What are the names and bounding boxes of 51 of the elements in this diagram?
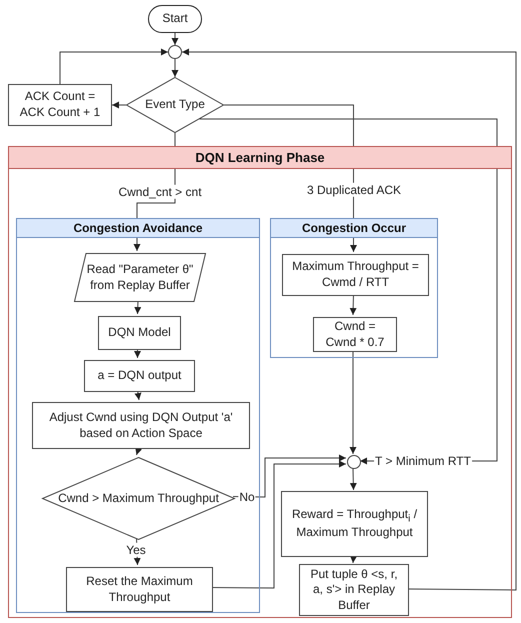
arrow — [350, 468, 357, 490]
edge-label: T > Minimum RTT — [374, 454, 472, 468]
arrow — [172, 32, 178, 46]
process-box — [32, 402, 250, 449]
node-text: Adjust Cwnd using DQN Output 'a' based on Action Space — [48, 410, 234, 442]
node-text: Cwnd > Maximum Throughput — [58, 490, 219, 506]
node-text: Reset the Maximum Throughput — [85, 574, 194, 606]
input-parallelogram — [74, 253, 206, 302]
node-text: Cwnd = Cwnd * 0.7 — [324, 318, 386, 350]
process-box — [98, 316, 181, 350]
process-box — [8, 84, 112, 126]
node-text: a = DQN output — [98, 368, 182, 384]
node-text: Reward = Throughput$_{i}$ / Maximum Throughput — [290, 507, 418, 541]
process-box — [84, 360, 195, 392]
junction-circle — [347, 455, 361, 469]
node-text: Read "Parameter θ" from Replay Buffer — [86, 262, 194, 294]
arrow — [182, 48, 516, 590]
edge-label: No — [238, 490, 256, 504]
edge-label: 3 Duplicated ACK — [306, 182, 402, 198]
arrow — [172, 58, 178, 78]
process-box — [66, 567, 213, 612]
group-header: Congestion Occur — [271, 219, 437, 238]
decision-diamond — [126, 77, 224, 133]
start-terminal — [148, 5, 202, 33]
arrow — [112, 102, 126, 108]
arrow — [350, 556, 357, 564]
node-text: Start — [162, 11, 188, 27]
edge-label: Yes — [125, 542, 147, 558]
arrow — [134, 300, 142, 314]
process-box — [281, 491, 428, 557]
arrow — [135, 446, 142, 456]
group-header: DQN Learning Phase — [9, 147, 511, 169]
phase-container — [8, 146, 512, 618]
junction-circle — [168, 45, 182, 59]
process-box — [299, 564, 409, 616]
arrow — [350, 350, 356, 454]
group-header: Congestion Avoidance — [17, 219, 259, 238]
swimlane-group — [270, 218, 438, 358]
node-text: Maximum Throughput = Cwmd / RTT — [291, 259, 420, 291]
arrow — [60, 48, 168, 84]
node-text: Put tuple θ <s, r, a, s'> in Replay Buffer — [309, 566, 399, 614]
process-box — [313, 317, 397, 352]
node-text: Event Type — [145, 97, 205, 113]
process-box — [282, 254, 429, 296]
node-text: DQN Model — [108, 325, 171, 341]
node-text: ACK Count = ACK Count + 1 — [18, 89, 102, 121]
arrow — [232, 454, 346, 498]
edge-label: Cwnd_cnt > cnt — [117, 184, 203, 200]
swimlane-group — [16, 218, 260, 613]
decision-diamond — [42, 457, 235, 540]
arrow — [350, 294, 357, 316]
